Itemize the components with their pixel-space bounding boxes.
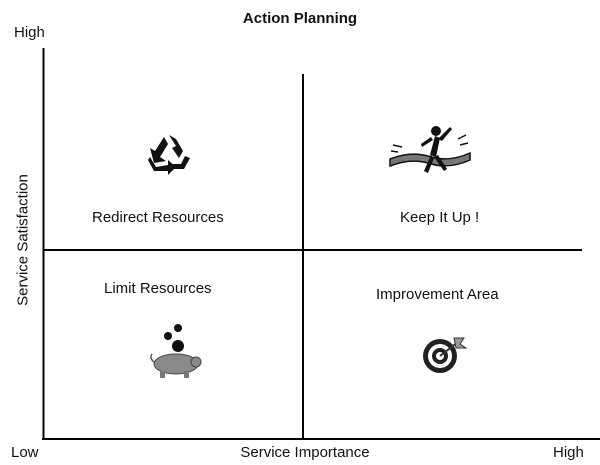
finish-line-runner-icon <box>389 126 471 173</box>
piggy-bank-coins-icon <box>150 324 202 378</box>
quadrant-label-redirect-resources: Redirect Resources <box>92 209 224 226</box>
quadrant-label-improvement-area: Improvement Area <box>376 286 499 303</box>
target-dart-icon <box>423 337 468 373</box>
recycle-icon <box>148 135 190 175</box>
diagram-title: Action Planning <box>242 10 358 27</box>
quadrant-label-keep-it-up: Keep It Up ! <box>400 209 480 226</box>
y-axis-high-label: High <box>14 24 45 41</box>
x-axis-high-label: High <box>553 444 584 461</box>
x-axis-title: Service Importance <box>240 444 370 461</box>
quadrant-label-limit-resources: Limit Resources <box>104 280 212 297</box>
y-axis-low-label: Low <box>11 444 39 461</box>
